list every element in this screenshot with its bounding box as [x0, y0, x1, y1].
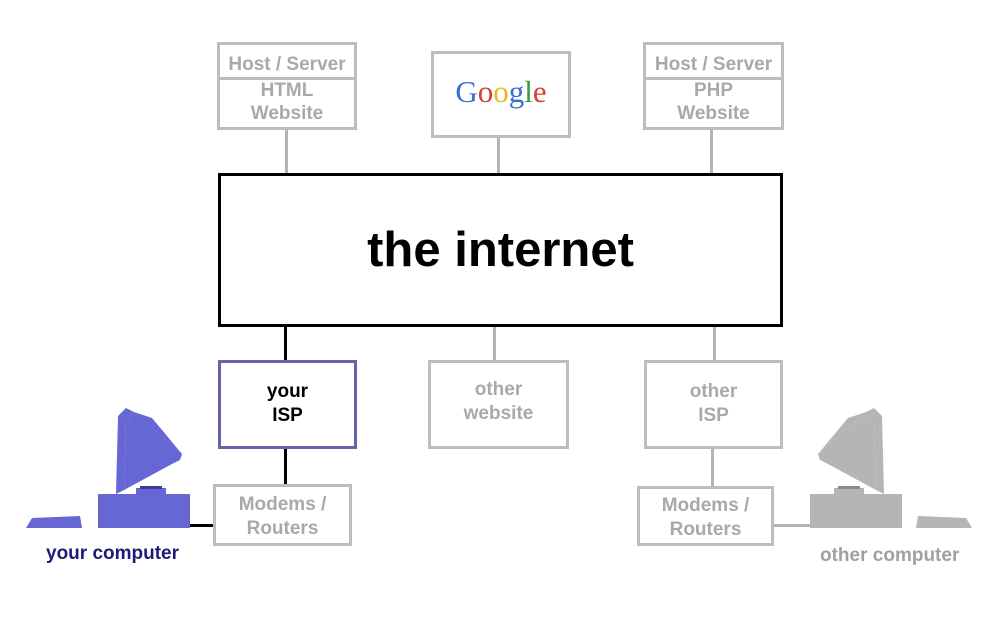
google-logo-letter: o — [477, 74, 494, 109]
connector-your-isp — [284, 325, 287, 362]
other-computer-label: other computer — [820, 545, 960, 566]
modems-left-line1: Modems / — [238, 494, 327, 515]
your-isp-line2: ISP — [272, 405, 303, 426]
php-host-server-box: Host / Server PHP Website — [643, 42, 784, 130]
html-host-line2: Website — [250, 103, 324, 124]
modems-routers-box-right: Modems / Routers — [637, 486, 774, 546]
html-host-divider — [220, 77, 354, 80]
other-computer-icon — [810, 408, 972, 528]
internet-box: the internet — [218, 173, 783, 327]
html-host-server-box: Host / Server HTML Website — [217, 42, 357, 130]
connector-php-host — [710, 128, 713, 176]
connector-other-website — [493, 325, 496, 362]
google-box: Google — [431, 51, 571, 138]
connector-computer-modem — [186, 524, 216, 527]
modems-right-line2: Routers — [669, 519, 742, 540]
html-host-line1: HTML — [260, 80, 314, 101]
google-logo-letter: G — [455, 74, 478, 109]
other-isp-line1: other — [689, 381, 738, 402]
modems-right-line1: Modems / — [661, 495, 750, 516]
connector-other-computer-modem — [771, 524, 813, 527]
connector-html-host — [285, 128, 288, 176]
your-isp-line1: your — [266, 381, 309, 402]
other-website-line2: website — [463, 403, 534, 424]
php-host-divider — [646, 77, 781, 80]
other-isp-line2: ISP — [698, 405, 729, 426]
google-logo-letter: g — [508, 74, 525, 109]
html-host-header: Host / Server — [228, 54, 346, 75]
connector-isp-modem — [284, 447, 287, 487]
other-website-line1: other — [474, 379, 523, 400]
internet-label: the internet — [367, 223, 634, 277]
other-isp-box: other ISP — [644, 360, 783, 449]
other-website-box: other website — [428, 360, 569, 449]
google-logo-letter: e — [532, 74, 547, 109]
php-host-line2: Website — [677, 103, 750, 124]
google-logo-letter: l — [524, 74, 533, 109]
php-host-line1: PHP — [693, 80, 734, 101]
google-logo: Google — [434, 74, 568, 110]
connector-other-isp — [713, 325, 716, 362]
modems-routers-box-left: Modems / Routers — [213, 484, 352, 546]
php-host-header: Host / Server — [654, 54, 773, 75]
your-isp-box: your ISP — [218, 360, 357, 449]
connector-google — [497, 136, 500, 176]
modems-left-line2: Routers — [246, 518, 319, 539]
connector-other-isp-modem — [711, 447, 714, 489]
your-computer-label: your computer — [46, 543, 180, 564]
your-computer-icon — [26, 408, 190, 528]
google-logo-letter: o — [493, 74, 509, 109]
